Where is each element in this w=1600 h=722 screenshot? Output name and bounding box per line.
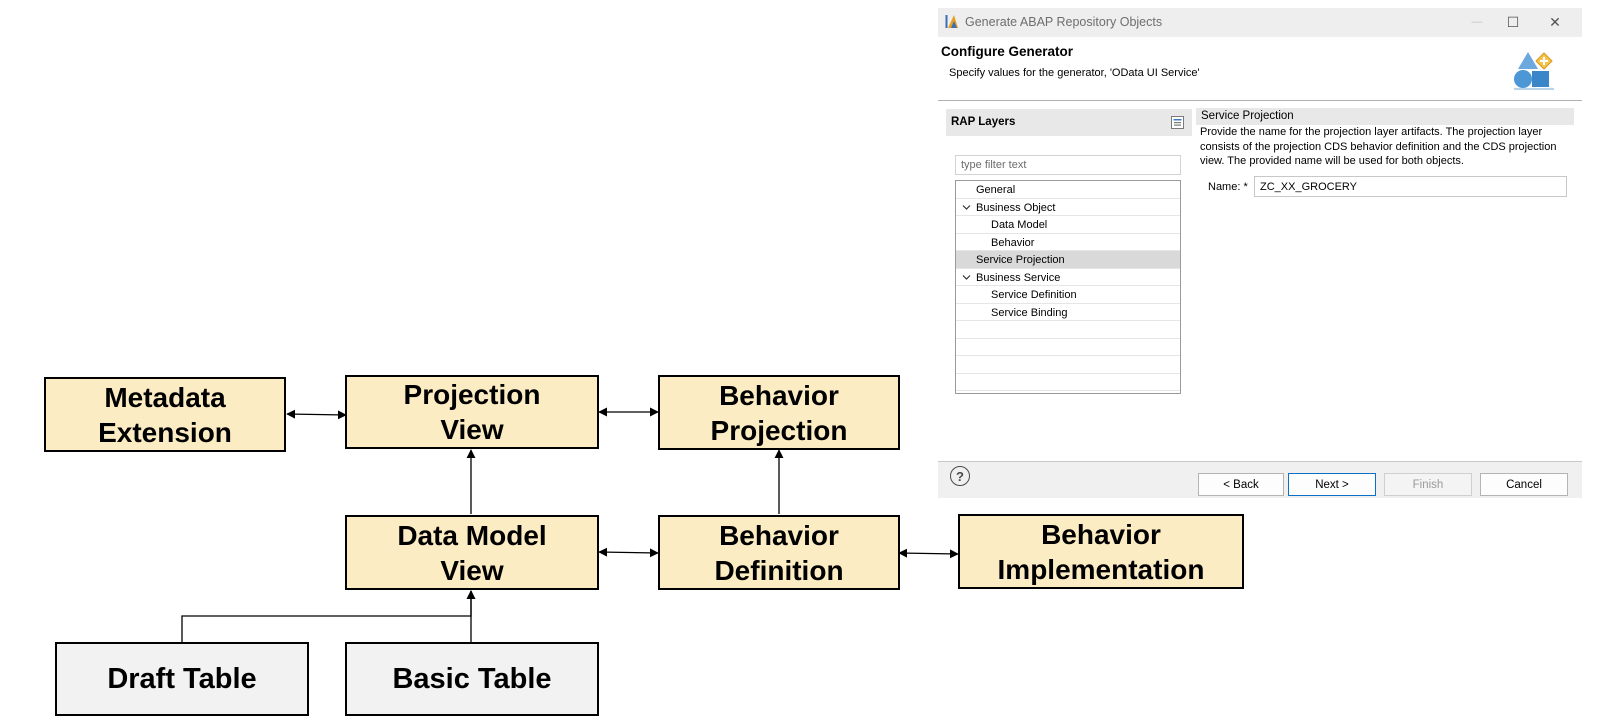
window-title: Generate ABAP Repository Objects: [965, 15, 1163, 29]
tree-item[interactable]: Behavior: [956, 234, 1180, 251]
edge-drafttable-datamodel: [181, 590, 476, 642]
tree-item[interactable]: Data Model: [956, 216, 1180, 234]
edge-behaviordef-implementation: [898, 548, 959, 559]
tree-empty-row: [956, 321, 1180, 339]
tree-item-label: Business Object: [976, 201, 1056, 214]
section-title: Service Projection: [1201, 110, 1294, 122]
chevron-down-icon[interactable]: [962, 203, 971, 212]
eclipse-adt-icon: [945, 15, 958, 28]
tree-empty-row: [956, 356, 1180, 374]
tree-item[interactable]: Service Definition: [956, 286, 1180, 304]
maximize-button[interactable]: ☐: [1506, 13, 1520, 30]
tree-empty-row: [956, 339, 1180, 356]
tree-empty-row: [956, 374, 1180, 391]
tree-item-label: Behavior: [991, 236, 1035, 249]
tree-item-label: General: [976, 184, 1016, 196]
tree-item-label: Data Model: [991, 219, 1048, 231]
wizard-header: Configure Generator Specify values for t…: [938, 37, 1582, 100]
name-input[interactable]: [1254, 176, 1567, 197]
close-button[interactable]: ✕: [1549, 13, 1561, 30]
footer-divider: [938, 461, 1582, 462]
finish-button[interactable]: Finish: [1384, 473, 1472, 496]
tree-item-label: Service Binding: [991, 306, 1068, 319]
page-description: Specify values for the generator, 'OData…: [949, 67, 1200, 79]
tree-item[interactable]: Service Projection: [956, 251, 1180, 269]
metadata-extension-box: Metadata Extension: [44, 377, 286, 452]
behavior-definition-box: Behavior Definition: [658, 515, 900, 590]
back-button[interactable]: < Back: [1198, 473, 1284, 496]
header-divider: [938, 100, 1582, 101]
cancel-button[interactable]: Cancel: [1480, 473, 1568, 496]
generate-abap-dialog: Generate ABAP Repository Objects — ☐ ✕ C…: [938, 8, 1582, 498]
tree-item-label: Service Projection: [976, 254, 1065, 266]
tree-item[interactable]: General: [956, 181, 1180, 199]
generator-shapes-icon: [1514, 52, 1554, 90]
next-button[interactable]: Next >: [1288, 473, 1376, 496]
behavior-implementation-box: Behavior Implementation: [958, 514, 1244, 589]
help-icon[interactable]: ?: [950, 466, 970, 486]
collapse-all-icon[interactable]: [1171, 116, 1184, 129]
tree-item[interactable]: Business Object: [956, 199, 1180, 216]
name-label: Name: *: [1208, 181, 1248, 193]
edge-metadata-projection: [286, 409, 347, 420]
edge-datamodel-behaviordef: [598, 547, 659, 558]
filter-input[interactable]: [955, 155, 1181, 175]
tree-item[interactable]: Business Service: [956, 269, 1180, 286]
service-projection-header: Service Projection: [1196, 108, 1574, 125]
minimize-button[interactable]: —: [1471, 16, 1483, 28]
tree-item[interactable]: Service Binding: [956, 304, 1180, 321]
data-model-view-box: Data Model View: [345, 515, 599, 590]
projection-view-box: Projection View: [345, 375, 599, 449]
tree-item-label: Business Service: [976, 271, 1061, 284]
basic-table-box: Basic Table: [345, 642, 599, 716]
title-bar[interactable]: Generate ABAP Repository Objects — ☐ ✕: [938, 8, 1582, 37]
draft-table-box: Draft Table: [55, 642, 309, 716]
page-title: Configure Generator: [941, 44, 1074, 59]
chevron-down-icon[interactable]: [962, 273, 971, 282]
behavior-projection-box: Behavior Projection: [658, 375, 900, 450]
rap-layers-header: RAP Layers: [946, 109, 1192, 136]
rap-layers-title: RAP Layers: [951, 116, 1016, 128]
section-description: Provide the name for the projection laye…: [1200, 126, 1557, 167]
tree-item-label: Service Definition: [991, 289, 1077, 301]
